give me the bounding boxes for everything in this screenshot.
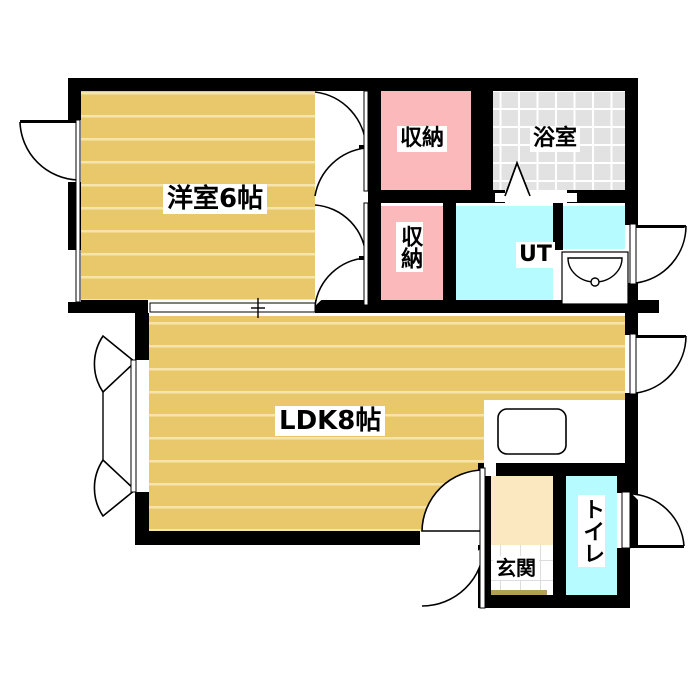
ut-exterior-door (629, 223, 687, 285)
room-label-bathroom: 浴室 (530, 126, 581, 152)
closet-folding-doors-upper (314, 90, 370, 197)
wash-basin (561, 251, 629, 305)
room-label-living: LDK8帖 (275, 406, 386, 436)
room-label-entrance: 玄関 (493, 556, 539, 580)
toilet-exterior-door (621, 491, 685, 549)
door-symbols (19, 90, 687, 609)
room-label-toilet: トイレ (578, 495, 606, 567)
ldk-genkan-door (421, 467, 486, 609)
room-ut (454, 206, 627, 305)
ldk-bay-window-left (93, 334, 137, 518)
closet-folding-doors-lower (314, 202, 370, 307)
room-label-bedroom: 洋室6帖 (163, 184, 268, 214)
room-label-utility: UT (516, 242, 555, 268)
ldk-exterior-door (629, 333, 687, 395)
room-label-closet-upper: 収納 (397, 126, 448, 152)
room-label-closet-lower: 収納 (396, 222, 424, 272)
kitchen-counter (484, 400, 630, 463)
bedroom-window-left (19, 119, 81, 303)
room-hall (490, 470, 553, 545)
sliding-door-bedroom-ldk (149, 298, 316, 318)
bath-door (495, 160, 577, 202)
